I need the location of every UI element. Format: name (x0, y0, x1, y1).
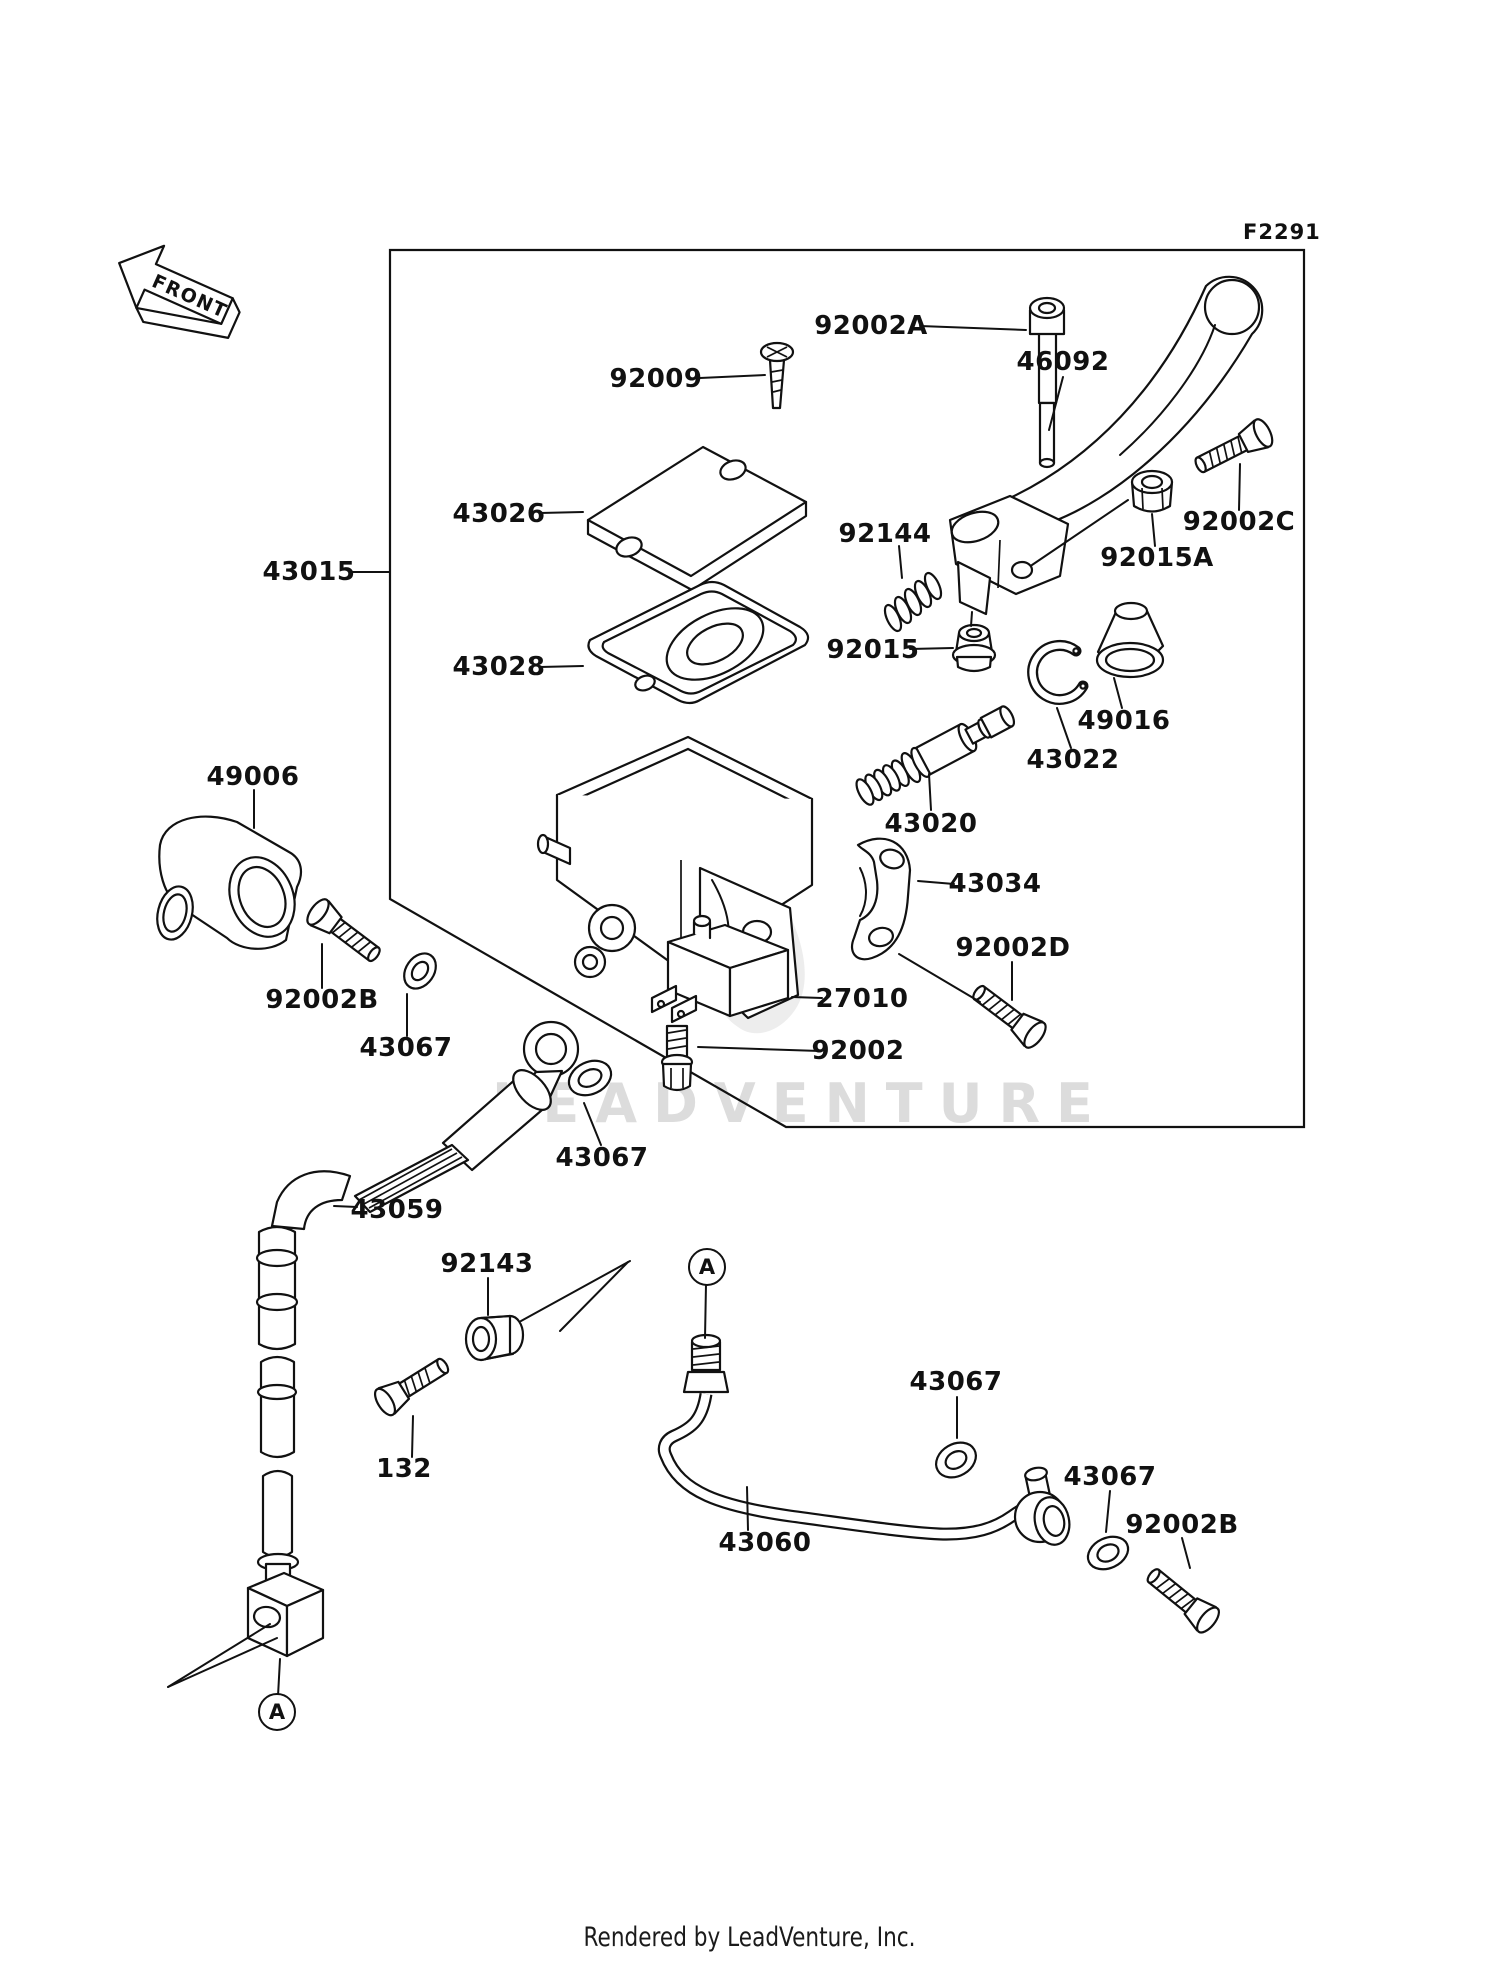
part-label-43026: 43026 (452, 499, 546, 529)
part-label-92015: 92015 (826, 635, 920, 665)
cover-43026-drawing (586, 445, 808, 592)
part-label-92002: 92002 (811, 1036, 905, 1066)
bolt-92002A-drawing (1028, 296, 1066, 469)
nut-92015A-drawing (1130, 469, 1174, 513)
part-label-43022: 43022 (1026, 745, 1120, 775)
gasket-43028-drawing (587, 580, 810, 705)
washer-43067-3-drawing (935, 1441, 977, 1479)
lever-46092-drawing (948, 275, 1264, 616)
part-label-92002B-2: 92002B (1125, 1510, 1239, 1540)
part-label-43060: 43060 (718, 1528, 812, 1558)
part-label-92015A: 92015A (1100, 543, 1214, 573)
part-label-92144: 92144 (838, 519, 932, 549)
switch-27010-drawing (650, 914, 790, 1024)
circlip-43022-drawing (1027, 639, 1089, 705)
part-label-43067-2: 43067 (555, 1143, 649, 1173)
footer-credit-text: Rendered by LeadVenture, Inc. (583, 1922, 916, 1953)
pipe-43060-drawing (657, 1333, 1071, 1546)
bolt-92002D-drawing (972, 984, 1047, 1049)
part-label-92002C: 92002C (1182, 507, 1296, 537)
part-label-92002D: 92002D (955, 933, 1071, 963)
nut-92015-drawing (951, 623, 997, 673)
figure-code: F2291 (1243, 220, 1321, 244)
piston-43020-drawing (855, 705, 1016, 806)
clamp-43034-drawing (850, 837, 912, 961)
part-label-43067-3: 43067 (909, 1367, 1003, 1397)
boot-49006-drawing (156, 815, 303, 950)
bolt-92002B-1-drawing (306, 898, 381, 963)
part-label-46092: 46092 (1016, 347, 1110, 377)
washer-43067-4-drawing (1086, 1535, 1130, 1571)
part-label-132: 132 (376, 1454, 432, 1484)
bolt-92002-drawing (660, 1024, 694, 1092)
part-label-92143: 92143 (440, 1249, 534, 1279)
part-label-49016: 49016 (1077, 706, 1171, 736)
part-label-43067-4: 43067 (1063, 1462, 1157, 1492)
bolt-92002C-drawing (1194, 418, 1274, 474)
part-label-27010: 27010 (815, 984, 909, 1014)
pointer-needles (167, 1260, 631, 1688)
detail-marker-A-1: A (688, 1248, 726, 1286)
washer-43067-2-drawing (567, 1059, 613, 1097)
part-label-43028: 43028 (452, 652, 546, 682)
detail-marker-A-2: A (258, 1693, 296, 1731)
part-label-92002B-1: 92002B (265, 985, 379, 1015)
washer-43067-1-drawing (403, 952, 437, 990)
part-label-92002A: 92002A (814, 311, 928, 341)
bolt-92002B-2-drawing (1146, 1568, 1220, 1634)
diagram-border (388, 248, 1306, 1129)
part-label-43015: 43015 (262, 557, 356, 587)
bolt-132-drawing (373, 1357, 450, 1417)
part-label-43034: 43034 (948, 869, 1042, 899)
leader-lines (253, 325, 1241, 1697)
part-label-43059: 43059 (350, 1195, 444, 1225)
part-label-92009: 92009 (609, 364, 703, 394)
hose-43059-drawing (246, 1020, 580, 1658)
part-label-49006: 49006 (206, 762, 300, 792)
part-label-43067-1: 43067 (359, 1033, 453, 1063)
front-arrow: FRONT (118, 244, 241, 339)
spring-92144-drawing (883, 571, 943, 633)
boot-49016-drawing (1095, 601, 1165, 679)
footer-credit: Rendered by LeadVenture, Inc. (0, 1922, 1500, 1953)
spacer-92143-drawing (464, 1314, 525, 1362)
part-label-43020: 43020 (884, 809, 978, 839)
screw-92009-drawing (759, 341, 795, 410)
